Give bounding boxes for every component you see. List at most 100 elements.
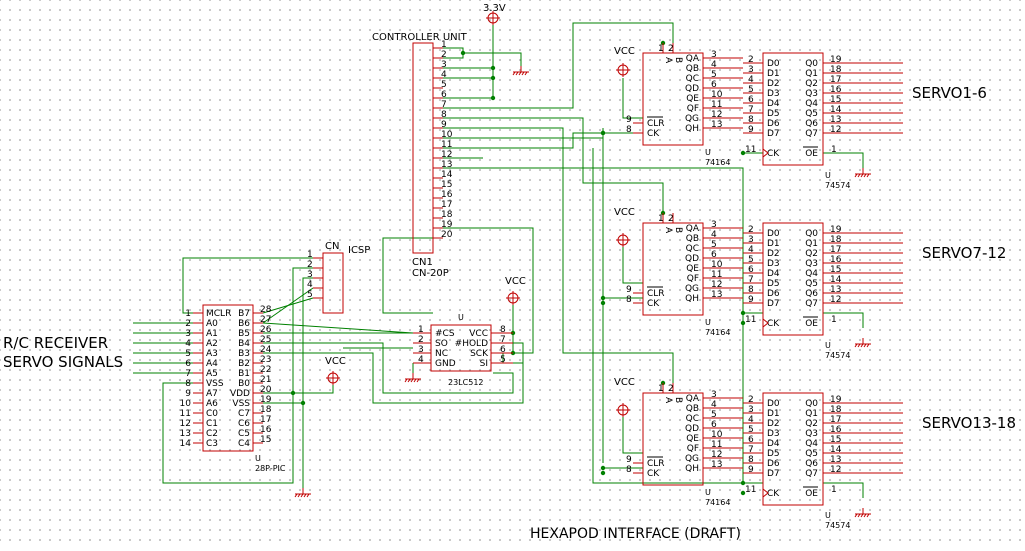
- pic-pin-number: 16: [260, 425, 272, 435]
- shift-register-ref: U: [705, 318, 711, 327]
- connector-title: CONTROLLER UNIT: [372, 32, 468, 43]
- latch-q-name: Q3: [805, 429, 818, 439]
- latch-q-name: Q0: [805, 229, 818, 239]
- latch-d-name: D0: [767, 59, 780, 69]
- eeprom-pin-name: #CS: [435, 329, 455, 339]
- shift-register-output-name: QF: [687, 274, 699, 284]
- latch-d-number: 8: [748, 285, 754, 295]
- icsp-name: ICSP: [348, 245, 370, 256]
- latch-q-name: Q6: [805, 289, 818, 299]
- vcc-symbol: [616, 63, 630, 77]
- shift-register-output-number: 13: [711, 460, 722, 470]
- connector-pin-number: 8: [441, 110, 447, 120]
- connector-pin-number: 12: [441, 150, 452, 160]
- eeprom-pin-name: VCC: [469, 329, 488, 339]
- shift-register-output-name: QD: [685, 84, 699, 94]
- wires: [133, 22, 864, 498]
- icsp-pin-number: 1: [307, 250, 313, 260]
- latch-d-name: D6: [767, 459, 780, 469]
- latch-d-name: D2: [767, 419, 780, 429]
- shift-register-output-number: 10: [711, 430, 723, 440]
- servo-label-7-12: SERVO7-12: [922, 244, 1006, 262]
- shift-register-input-number: 2: [668, 44, 674, 54]
- latch-body: [762, 52, 824, 166]
- latch-d-number: 5: [748, 425, 754, 435]
- latch-d-name: D6: [767, 119, 780, 129]
- shift-register-part: 74164: [705, 158, 730, 167]
- junction-dot: [740, 310, 746, 316]
- icsp-pin-number: 5: [307, 290, 313, 300]
- shift-register-output-number: 6: [711, 420, 717, 430]
- pic-pin-number: 14: [180, 439, 192, 449]
- latch-clock-triangle: [762, 488, 769, 498]
- connector-pin-number: 15: [441, 180, 452, 190]
- junction-dot: [600, 300, 606, 306]
- shift-register-clr-number: 9: [626, 455, 632, 465]
- junction-dot: [490, 95, 496, 101]
- junction-dot: [600, 295, 606, 301]
- latch-q-number: 13: [830, 455, 841, 465]
- shift-register-output-name: QE: [686, 264, 699, 274]
- latch-q-number: 18: [830, 405, 842, 415]
- pic-pin-number: 5: [185, 349, 191, 359]
- ground-symbol: [854, 168, 871, 178]
- latch-q-number: 13: [830, 115, 841, 125]
- latch-d-name: D0: [767, 399, 780, 409]
- latch-q-name: Q2: [805, 419, 818, 429]
- icsp-pin-number: 3: [307, 270, 313, 280]
- pic-pin-name: C5: [238, 429, 250, 439]
- ground-hatch: [866, 173, 870, 178]
- connector-pin-number: 20: [441, 230, 453, 240]
- vcc-label-sr3: VCC: [614, 377, 635, 388]
- latch-q-name: Q0: [805, 399, 818, 409]
- latch-d-number: 5: [748, 255, 754, 265]
- connector-pin-number: 6: [441, 90, 447, 100]
- pic-pin-name: MCLR: [206, 309, 231, 319]
- pic-pin-number: 28: [260, 305, 272, 315]
- latch-part: 74574: [825, 181, 850, 190]
- latch-oe-number: 1: [831, 485, 837, 495]
- eeprom-pin-number: 2: [418, 335, 424, 345]
- pic-pin-name: A6: [206, 399, 218, 409]
- latch-oe-number: 1: [831, 145, 837, 155]
- latch-q-number: 14: [830, 105, 842, 115]
- latch-ref: U: [825, 171, 831, 180]
- latch-q-number: 19: [830, 55, 842, 65]
- ground-hatch: [404, 378, 408, 383]
- ground-hatch: [860, 343, 864, 348]
- supply-label-3v3: 3.3V: [483, 3, 506, 14]
- shift-register-ref: U: [705, 148, 711, 157]
- shift-register-output-name: QB: [686, 64, 699, 74]
- shift-register-clk-number: 8: [626, 465, 632, 475]
- icsp-pin-number: 2: [307, 260, 313, 270]
- ground-hatch: [866, 343, 870, 348]
- pic-pin-name: A2: [206, 339, 218, 349]
- vcc-label-eeprom: VCC: [505, 276, 526, 287]
- latch-q-number: 17: [830, 75, 841, 85]
- eeprom-pin-name: NC: [435, 349, 448, 359]
- pic-body: [202, 304, 254, 452]
- latch-q-number: 14: [830, 445, 842, 455]
- junction-dot: [600, 465, 606, 471]
- latch-d-name: D3: [767, 259, 780, 269]
- latch-q-name: Q2: [805, 249, 818, 259]
- shift-register-clr-name: CLR: [647, 119, 665, 129]
- shift-register-output-number: 4: [711, 230, 717, 240]
- latch-oe-name: OE: [805, 489, 818, 499]
- latch-ref: U: [825, 341, 831, 350]
- shift-register-output-name: QF: [687, 104, 699, 114]
- shift-register-clr-number: 9: [626, 115, 632, 125]
- shift-register-output-number: 5: [711, 240, 717, 250]
- ground-hatch: [515, 71, 519, 76]
- connector-pin-number: 11: [441, 140, 452, 150]
- pic-pin-number: 26: [260, 325, 272, 335]
- ground-hatch: [413, 378, 417, 383]
- latch-d-number: 7: [748, 105, 754, 115]
- latch-d-name: D7: [767, 299, 780, 309]
- pic-pin-name: C2: [206, 429, 218, 439]
- latch-q-name: Q1: [805, 69, 818, 79]
